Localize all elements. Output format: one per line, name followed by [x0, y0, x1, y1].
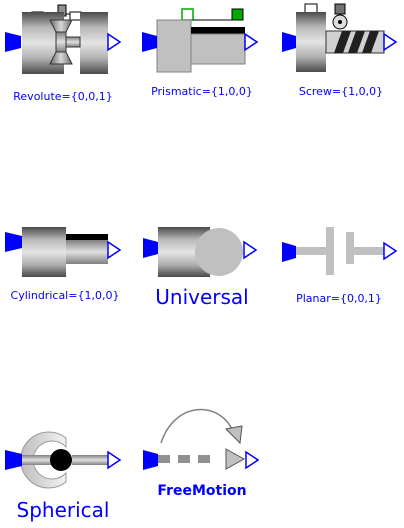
revolute-frame-a-port[interactable] — [5, 32, 21, 52]
prismatic-axis-box-start — [181, 8, 194, 21]
universal-frame-a-port[interactable] — [143, 238, 158, 258]
spherical-ball — [50, 449, 72, 471]
planar-left-plate — [326, 227, 334, 275]
revolute-frame-b-port[interactable] — [107, 32, 122, 52]
freemotion-arrowhead — [225, 448, 246, 470]
cylindrical-rail — [66, 234, 108, 240]
prismatic-frame-a-port[interactable] — [142, 32, 157, 52]
cylindrical-joint-icon[interactable] — [5, 227, 122, 277]
screw-thread-3 — [362, 31, 379, 53]
spherical-frame-a-port[interactable] — [5, 450, 22, 470]
revolute-connector — [65, 36, 81, 48]
cylindrical-label: Cylindrical={1,0,0} — [10, 289, 120, 302]
planar-right-plate — [346, 232, 354, 264]
freemotion-dash-2 — [178, 455, 190, 463]
freemotion-dash-3 — [198, 455, 210, 463]
spherical-joint-icon[interactable] — [5, 431, 122, 489]
planar-left-rod — [296, 247, 326, 255]
revolute-joint-icon[interactable] — [5, 4, 122, 74]
screw-frame-b-port[interactable] — [383, 32, 398, 52]
screw-thread-1 — [334, 31, 351, 53]
universal-joint-icon[interactable] — [143, 227, 258, 277]
freemotion-motion-arc — [160, 408, 235, 444]
prismatic-frame-b-port[interactable] — [244, 32, 259, 52]
freemotion-arc-arrowhead — [224, 425, 243, 445]
screw-thread-2 — [348, 31, 365, 53]
screw-cylinder — [296, 12, 326, 72]
cylindrical-frame-a-port[interactable] — [5, 232, 22, 252]
cylindrical-rod — [66, 240, 108, 264]
screw-pivot-center — [338, 20, 342, 24]
spherical-left-rod — [22, 455, 60, 465]
planar-label: Planar={0,0,1} — [296, 292, 382, 305]
prismatic-housing — [156, 19, 192, 73]
prismatic-axis-box-end — [231, 8, 244, 21]
prismatic-slider — [190, 33, 246, 65]
freemotion-label: FreeMotion — [157, 483, 247, 499]
freemotion-frame-b-port[interactable] — [245, 450, 260, 470]
screw-joint-icon[interactable] — [282, 3, 398, 72]
planar-joint-icon[interactable] — [282, 227, 398, 275]
spherical-frame-b-port[interactable] — [107, 450, 122, 470]
revolute-axis-box-right — [69, 11, 82, 21]
spherical-right-rod — [72, 455, 108, 465]
freemotion-dash-1 — [158, 455, 170, 463]
freemotion-joint-icon[interactable] — [143, 408, 260, 470]
screw-frame-a-port[interactable] — [282, 32, 296, 52]
cylindrical-housing — [22, 227, 66, 277]
revolute-shaft — [55, 31, 67, 53]
spherical-label: Spherical — [16, 498, 110, 522]
screw-label: Screw={1,0,0} — [298, 85, 384, 98]
revolute-right-cylinder — [80, 12, 108, 74]
prismatic-joint-icon[interactable] — [142, 8, 259, 73]
planar-frame-a-port[interactable] — [282, 242, 296, 262]
universal-label: Universal — [155, 285, 249, 309]
revolute-label: Revolute={0,0,1} — [13, 90, 113, 103]
planar-right-rod — [354, 247, 384, 255]
prismatic-rail — [191, 27, 245, 34]
screw-nut — [334, 3, 346, 15]
cylindrical-frame-b-port[interactable] — [107, 240, 122, 260]
universal-frame-b-port[interactable] — [243, 240, 258, 260]
freemotion-frame-a-port[interactable] — [143, 450, 158, 470]
universal-ball — [195, 228, 243, 276]
planar-frame-b-port[interactable] — [383, 241, 398, 261]
prismatic-label: Prismatic={1,0,0} — [151, 85, 253, 98]
spherical-socket — [20, 431, 67, 489]
